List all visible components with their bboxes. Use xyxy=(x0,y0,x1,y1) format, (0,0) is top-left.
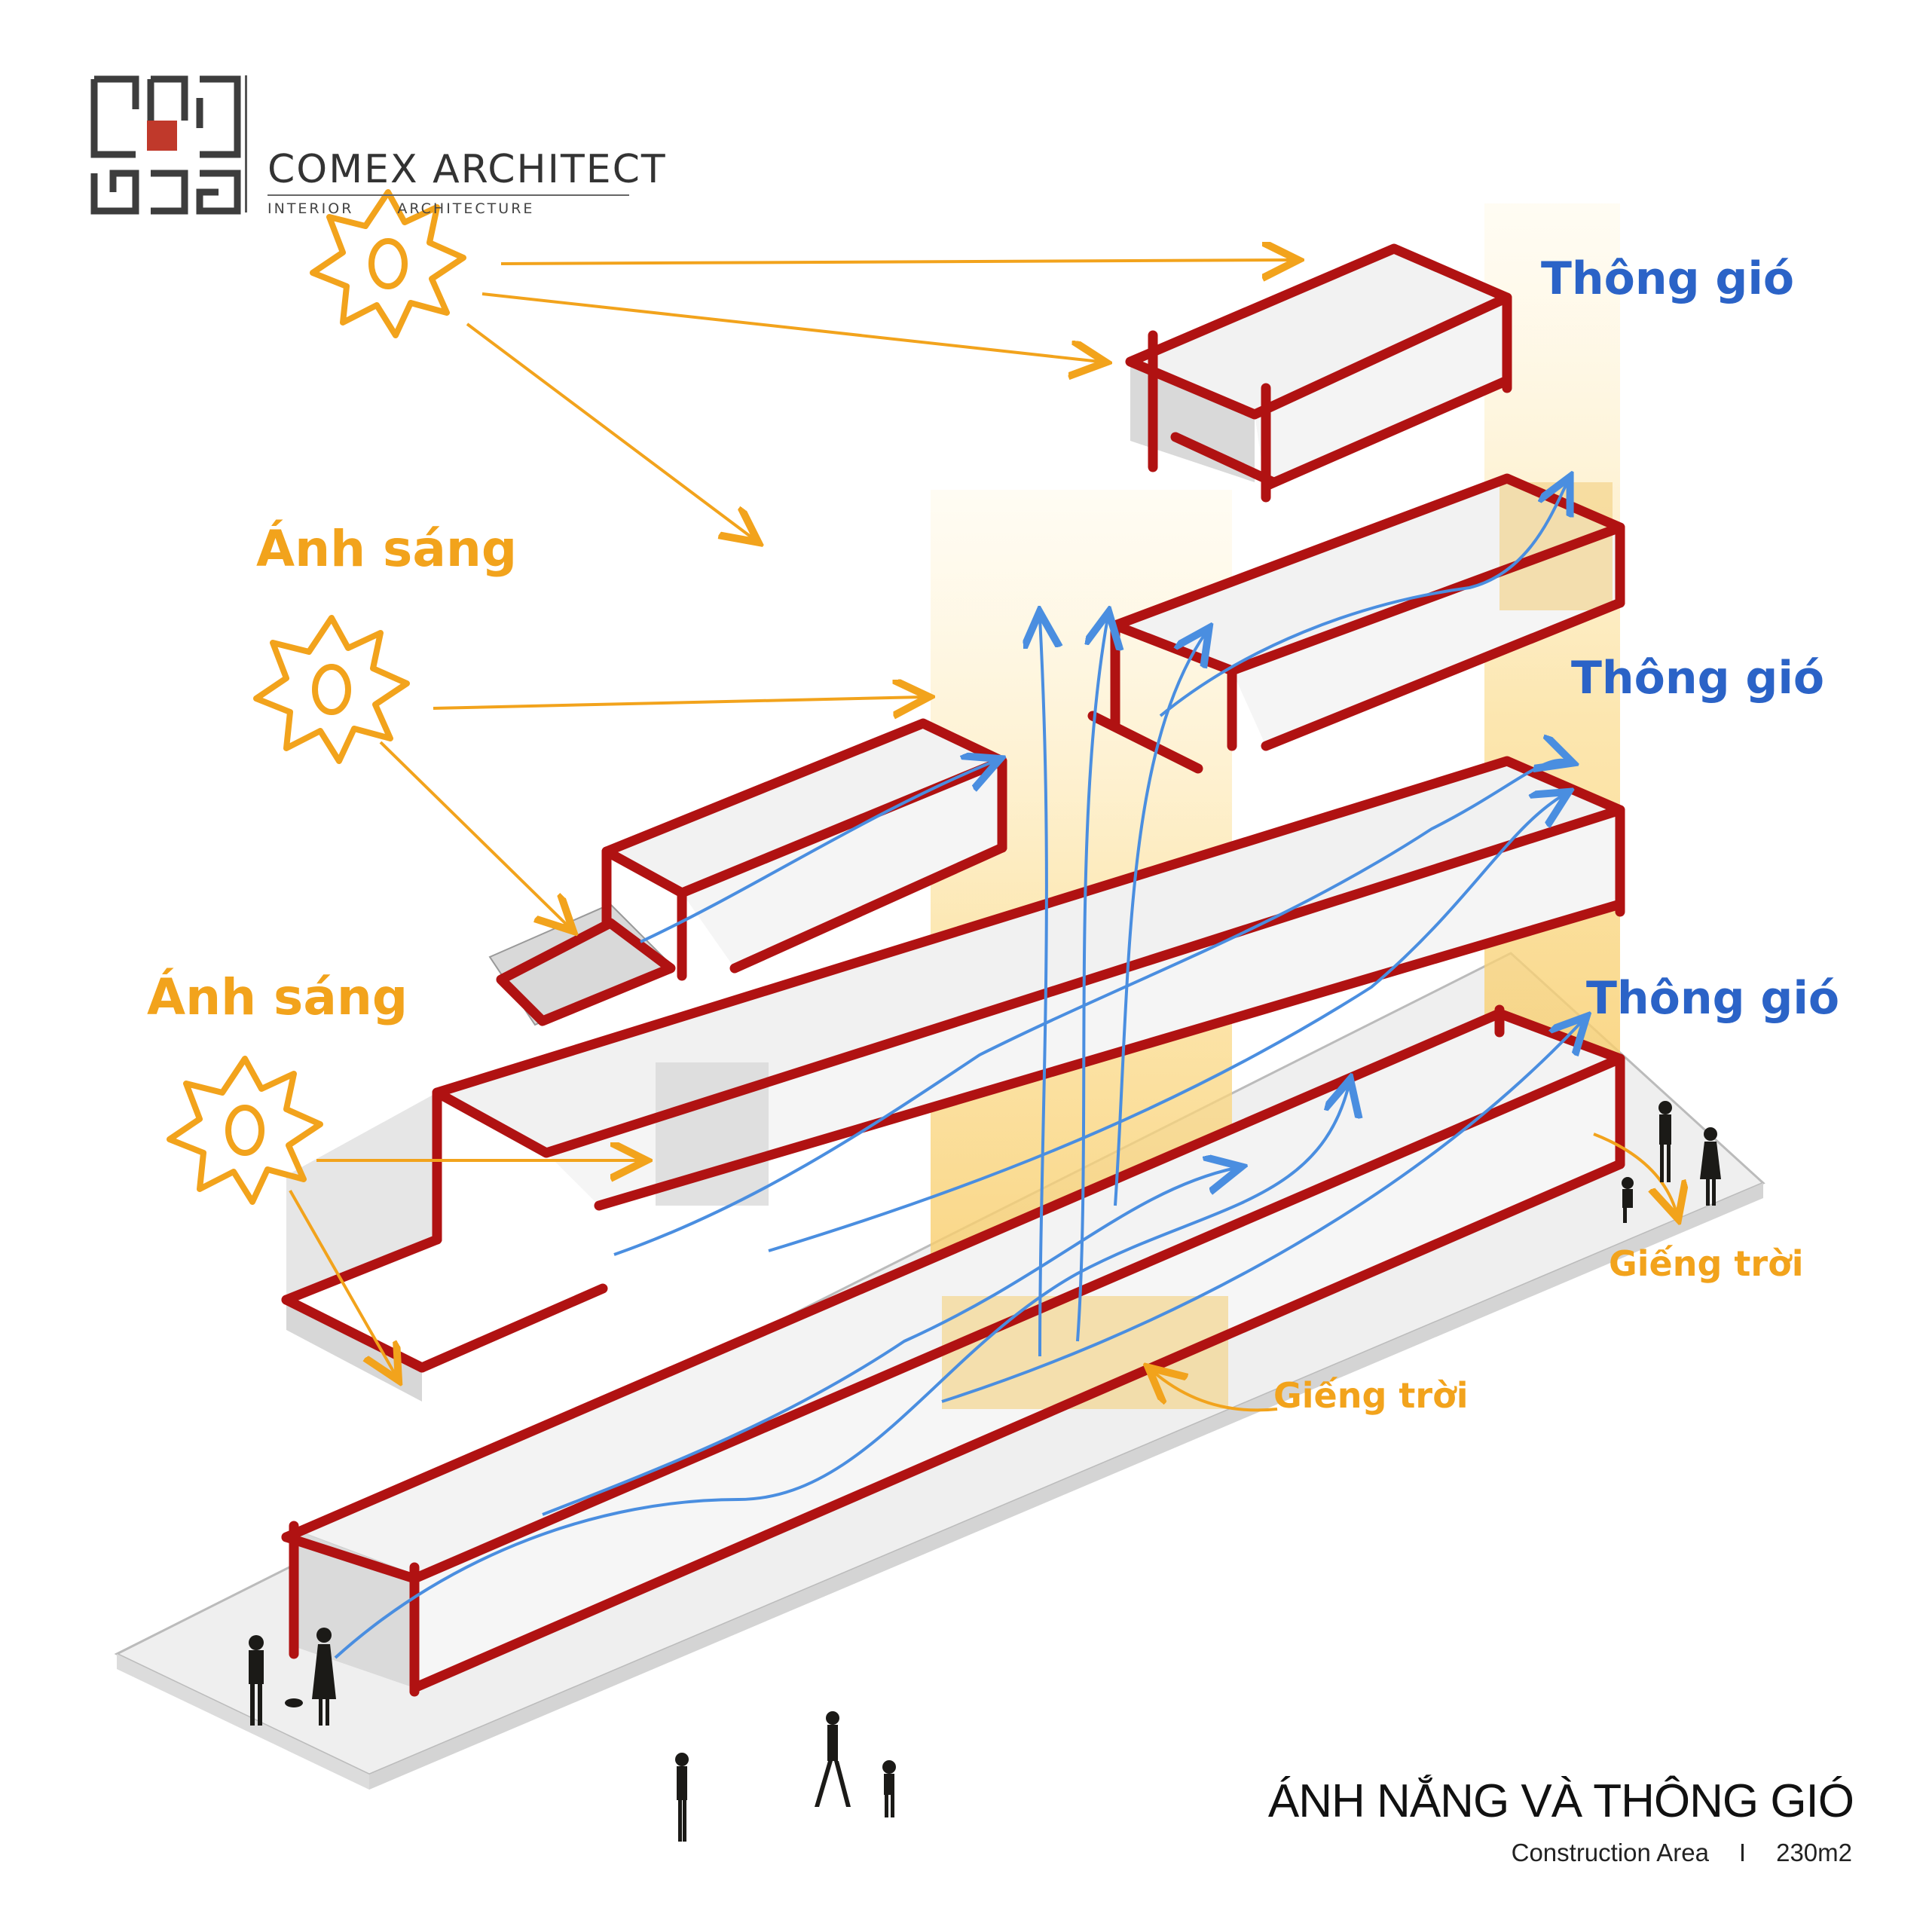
label-ventilation-top: Thông gió xyxy=(1541,252,1795,305)
sun-icon xyxy=(167,1056,323,1205)
sunlight-arrows xyxy=(289,260,1677,1412)
label-ventilation-middle: Thông gió xyxy=(1571,652,1825,705)
drawing-title: ÁNH NẮNG VÀ THÔNG GIÓ xyxy=(1267,1775,1854,1827)
brand-logo-mark xyxy=(90,75,241,215)
brand-block: COMEX ARCHITECT INTERIOR ARCHITECTURE xyxy=(90,75,665,226)
area-separator: I xyxy=(1738,1839,1747,1866)
label-light-upper: Ánh sáng xyxy=(256,520,518,578)
label-skylight-rear: Giếng trời xyxy=(1609,1243,1804,1284)
sun-icon xyxy=(310,189,466,338)
ventilation-flows xyxy=(334,482,1582,1659)
brand-tag-architecture: ARCHITECTURE xyxy=(397,200,535,217)
label-ventilation-bottom: Thông gió xyxy=(1586,972,1840,1025)
area-label: Construction Area xyxy=(1511,1839,1709,1866)
brand-divider xyxy=(245,75,247,212)
brand-name: COMEX ARCHITECT xyxy=(267,147,667,192)
structural-frames xyxy=(281,243,1625,1697)
label-skylight-front: Giếng trời xyxy=(1273,1375,1469,1416)
sun-icon xyxy=(253,615,410,764)
light-well-back xyxy=(1484,203,1620,1228)
drawing-subtitle: Construction Area I 230m2 xyxy=(1512,1839,1852,1867)
label-light-lower: Ánh sáng xyxy=(147,968,408,1026)
brand-tag-interior: INTERIOR xyxy=(267,200,354,217)
people-silhouettes xyxy=(249,1101,1721,1842)
top-floor-volume xyxy=(1128,247,1509,490)
brand-rule xyxy=(267,194,629,196)
brand-tagline: INTERIOR ARCHITECTURE xyxy=(267,200,578,217)
area-value: 230m2 xyxy=(1776,1839,1852,1866)
